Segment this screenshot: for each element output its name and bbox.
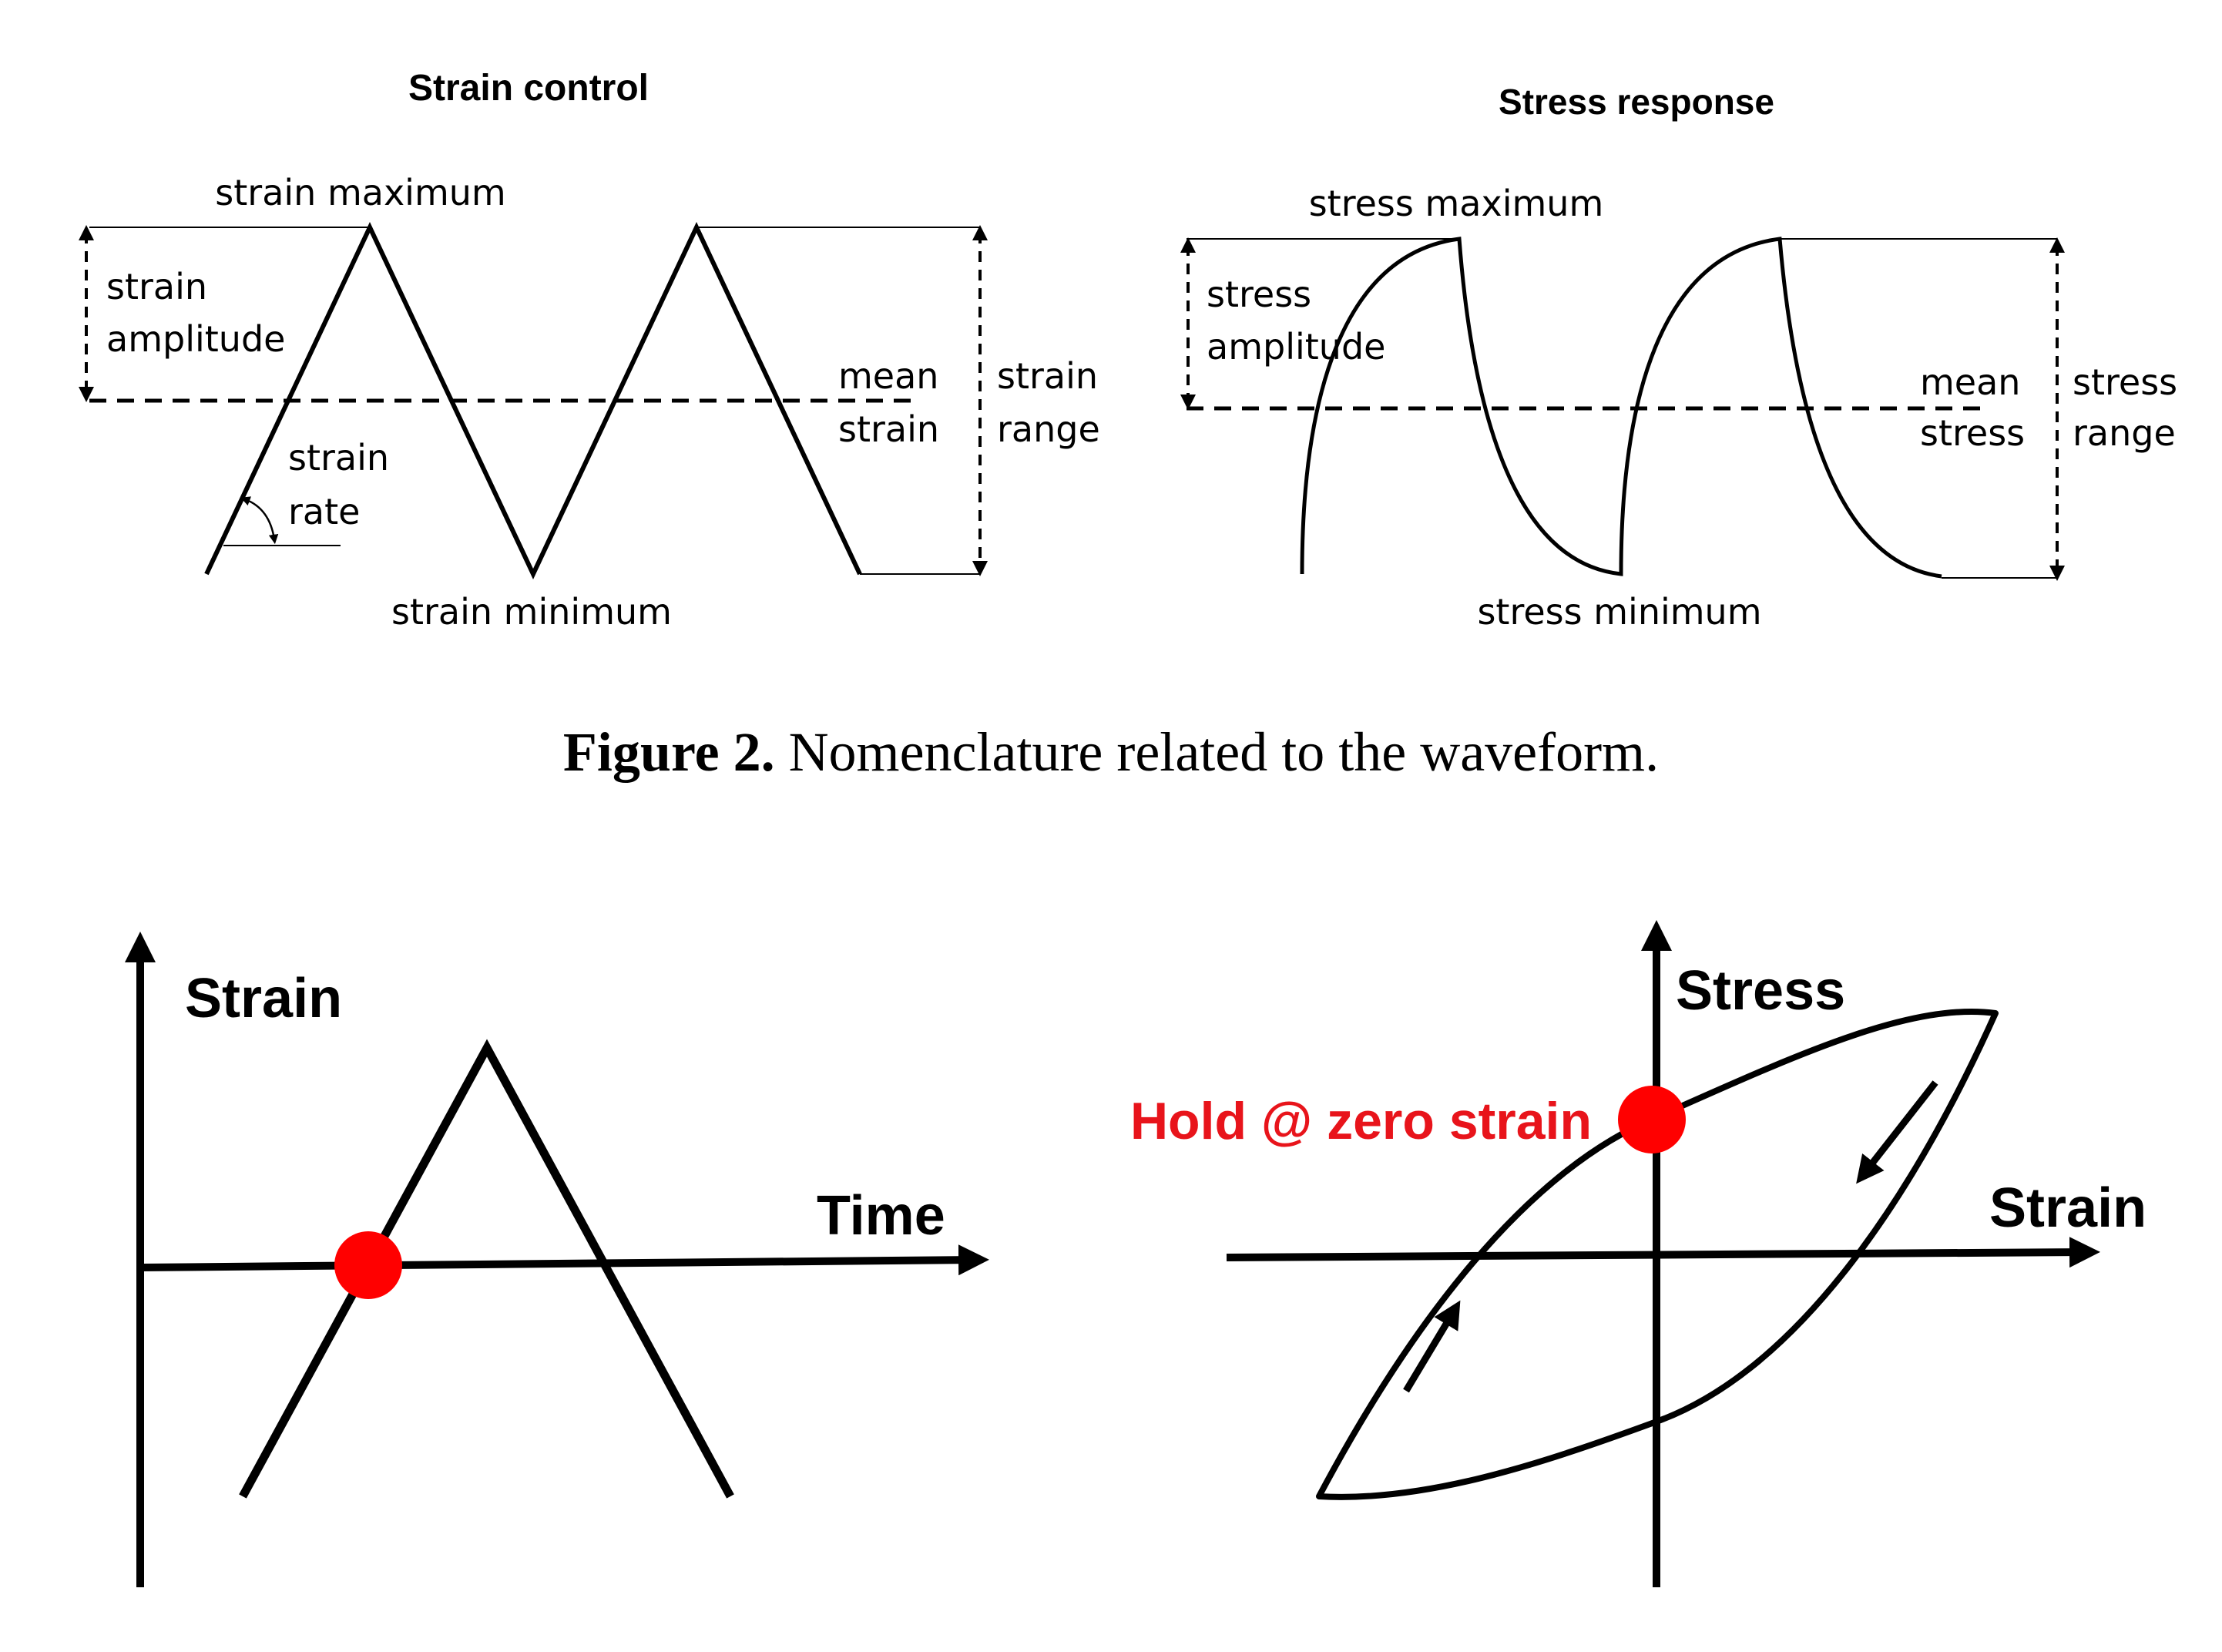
- strain-range-label-2: range: [997, 408, 1100, 450]
- loading-direction-arrow: [1403, 1300, 1461, 1393]
- strain-control-panel: Strain control strain maximum strain min…: [79, 68, 1100, 633]
- mean-stress-label-2: stress: [1920, 412, 2025, 454]
- stress-strain-panel: Stress Strain Hold @ zero strain: [1130, 920, 2146, 1587]
- stress-amplitude-label-2: amplitude: [1207, 326, 1385, 368]
- strain-range-label-1: strain: [997, 355, 1098, 397]
- strain-hold-point: [334, 1231, 402, 1299]
- stress-waveform: [1300, 237, 1942, 579]
- stress-maximum-label: stress maximum: [1309, 183, 1604, 224]
- unloading-direction-arrow: [1856, 1080, 1938, 1184]
- stress-amplitude-label-1: stress: [1207, 274, 1311, 315]
- stress-axis-label: Stress: [1676, 960, 1845, 1022]
- stress-range-label-2: range: [2073, 412, 2176, 454]
- strain-x-axis-label: Strain: [1989, 1177, 2146, 1239]
- stress-response-panel: Stress response stress maximum stress mi…: [1180, 82, 2177, 633]
- stress-response-title: Stress response: [1499, 82, 1774, 122]
- strain-maximum-label: strain maximum: [215, 172, 505, 213]
- figure-caption-text: Nomenclature related to the waveform.: [775, 721, 1660, 783]
- figure-caption: Figure 2. Nomenclature related to the wa…: [563, 721, 1659, 783]
- figure-number: Figure 2.: [563, 721, 775, 783]
- strain-amplitude-label-2: amplitude: [106, 318, 285, 360]
- strain-minimum-label: strain minimum: [391, 591, 672, 633]
- strain-control-title: Strain control: [408, 68, 649, 109]
- strain-x-axis: [1226, 1237, 2100, 1268]
- time-axis-label: Time: [817, 1185, 945, 1247]
- time-axis: [139, 1244, 989, 1276]
- strain-triangle-wave: [239, 1039, 734, 1499]
- mean-stress-label-1: mean: [1920, 361, 2020, 403]
- strain-amplitude-label-1: strain: [106, 266, 207, 307]
- strain-waveform: [204, 221, 862, 580]
- strain-time-panel: Strain Time: [125, 932, 989, 1587]
- stress-range-label-1: stress: [2073, 361, 2177, 403]
- hysteresis-loop: [1316, 1008, 1999, 1500]
- strain-rate-arc-icon: [240, 496, 279, 545]
- stress-hold-point: [1618, 1086, 1686, 1153]
- mean-strain-label-2: strain: [838, 408, 939, 450]
- mean-strain-label-1: mean: [838, 355, 938, 397]
- stress-minimum-label: stress minimum: [1477, 591, 1761, 633]
- strain-rate-label-1: strain: [288, 437, 389, 478]
- strain-axis-label: Strain: [185, 968, 342, 1029]
- strain-rate-label-2: rate: [288, 491, 360, 532]
- hold-zero-strain-label: Hold @ zero strain: [1130, 1092, 1592, 1150]
